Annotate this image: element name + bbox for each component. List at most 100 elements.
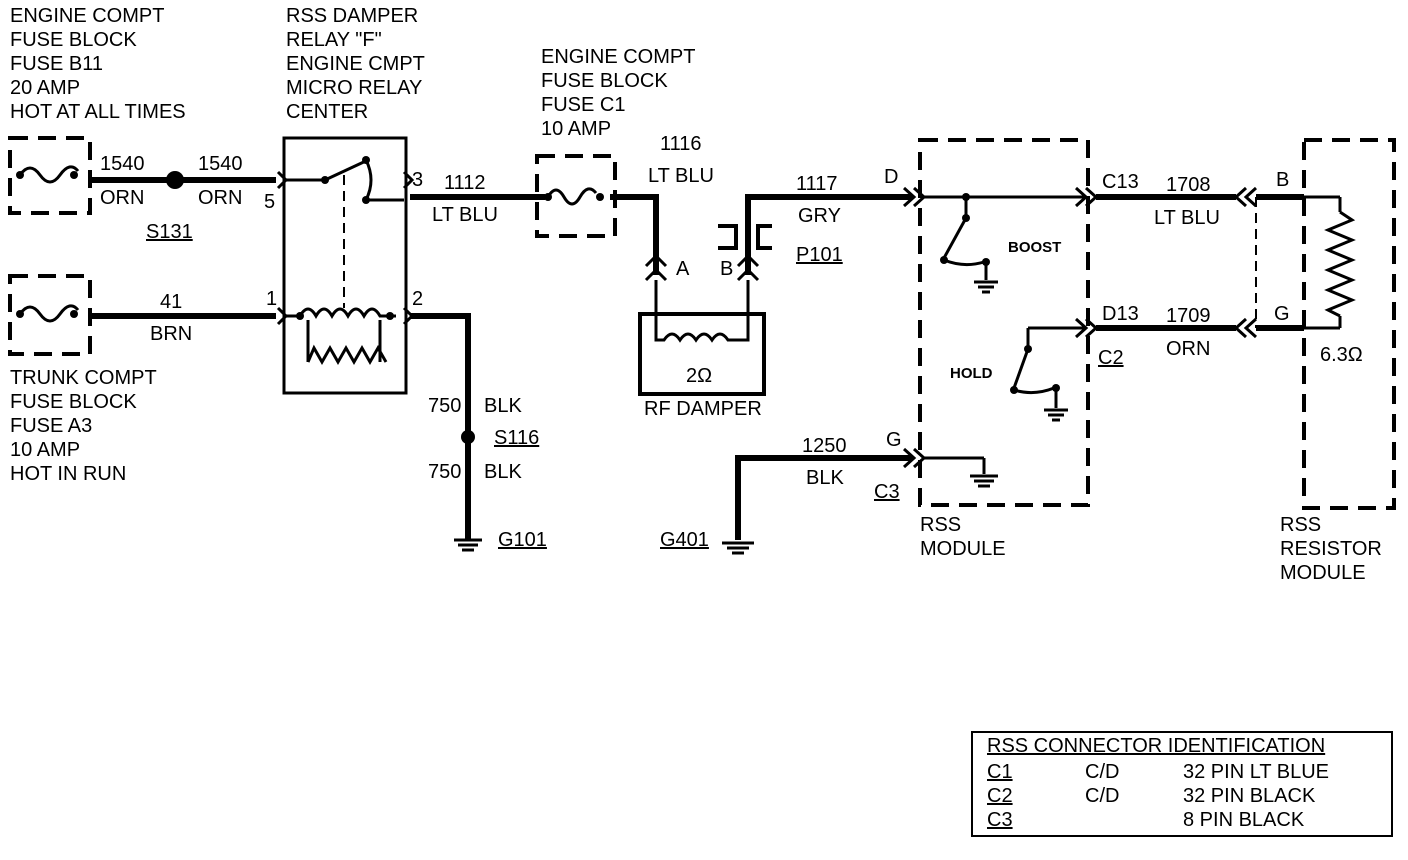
hold-label: HOLD: [950, 365, 993, 382]
relay-line-2: RELAY "F": [286, 29, 382, 51]
wire-1250-color: BLK: [806, 467, 844, 489]
splice-s131: [166, 171, 184, 189]
connector-desc: 8 PIN BLACK: [1183, 809, 1305, 831]
rss-module-box: [902, 138, 1099, 507]
fuse-b11-line-2: FUSE BLOCK: [10, 29, 137, 51]
connector-id: C2: [987, 785, 1013, 807]
wire-41-number: 41: [160, 291, 183, 313]
connector-id: C3: [987, 809, 1013, 831]
module-pin-d: D: [884, 166, 899, 188]
wire-750a-number: 750: [428, 395, 462, 417]
fuse-c1-box: [535, 154, 617, 238]
wire-1117-color: GRY: [798, 205, 841, 227]
table-row: C2 C/D 32 PIN BLACK: [987, 785, 1387, 809]
wire-1117: [745, 194, 912, 275]
rss-resistor-line-2: RESISTOR: [1280, 538, 1382, 560]
resistor-pin-g: G: [1274, 303, 1290, 325]
relay-line-5: CENTER: [286, 101, 369, 123]
wire-1708-number: 1708: [1166, 174, 1211, 196]
rss-resistor-line-1: RSS: [1280, 514, 1322, 536]
boost-label: BOOST: [1008, 239, 1062, 256]
fuse-c1-line-3: FUSE C1: [541, 94, 626, 116]
wire-1117-number: 1117: [796, 173, 838, 195]
wire-1540b-number: 1540: [198, 153, 243, 175]
fuse-a3-box: [8, 274, 92, 356]
wire-1540b-color: ORN: [198, 187, 243, 209]
fuse-a3-line-4: 10 AMP: [10, 439, 81, 461]
table-row: C3 8 PIN BLACK: [987, 809, 1387, 833]
fuse-b11-line-4: 20 AMP: [10, 77, 81, 99]
rf-damper: [638, 280, 766, 396]
connector-p101-label: P101: [796, 244, 843, 266]
connector-type: C/D: [1085, 785, 1120, 807]
wire-1540a-color: ORN: [100, 187, 145, 209]
relay-line-4: MICRO RELAY: [286, 77, 423, 99]
relay-line-1: RSS DAMPER: [286, 5, 419, 27]
splice-s116-label: S116: [494, 427, 540, 449]
wire-750a-color: BLK: [484, 395, 522, 417]
fuse-a3-line-5: HOT IN RUN: [10, 463, 127, 485]
relay-pin-3: 3: [412, 169, 424, 191]
splice-s116: [461, 430, 475, 444]
rss-resistor-label: RSS RESISTOR MODULE: [1280, 513, 1382, 585]
rss-module-line-1: RSS: [920, 514, 962, 536]
fuse-c1-line-4: 10 AMP: [541, 118, 612, 140]
connector-c2-label: C2: [1098, 347, 1124, 369]
ground-g401-label: G401: [660, 529, 709, 551]
fuse-c1-label: ENGINE COMPT FUSE BLOCK FUSE C1 10 AMP: [541, 45, 695, 141]
wire-1250-number: 1250: [802, 435, 847, 457]
fuse-b11-line-3: FUSE B11: [10, 53, 103, 75]
module-pin-g: G: [886, 429, 902, 451]
wire-1540a-number: 1540: [100, 153, 145, 175]
rss-module-label: RSS MODULE: [920, 513, 1006, 561]
ground-g401: [722, 541, 754, 555]
rss-resistor-line-3: MODULE: [1280, 562, 1366, 584]
fuse-a3-label: TRUNK COMPT FUSE BLOCK FUSE A3 10 AMP HO…: [10, 366, 157, 486]
wire-1112-number: 1112: [444, 172, 486, 194]
relay-box: [276, 136, 415, 395]
table-title: RSS CONNECTOR IDENTIFICATION: [987, 735, 1326, 757]
damper-pin-a: A: [676, 258, 690, 280]
damper-resistance: 2Ω: [686, 365, 713, 387]
pin-c13: C13: [1102, 171, 1139, 193]
splice-s131-label: S131: [146, 221, 193, 243]
wire-1116-number: 1116: [660, 133, 702, 155]
connector-desc: 32 PIN BLACK: [1183, 785, 1316, 807]
fuse-a3-line-2: FUSE BLOCK: [10, 391, 137, 413]
wire-1709-color: ORN: [1166, 338, 1211, 360]
wire-750b-number: 750: [428, 461, 462, 483]
wire-750: [410, 313, 471, 540]
fuse-c1-line-2: FUSE BLOCK: [541, 70, 668, 92]
fuse-b11-box: [8, 136, 92, 215]
relay-pin-1: 1: [266, 288, 278, 310]
wire-1709-number: 1709: [1166, 305, 1211, 327]
pin-d13: D13: [1102, 303, 1139, 325]
wire-41-color: BRN: [150, 323, 193, 345]
relay-pin-5: 5: [264, 191, 276, 213]
fuse-b11-line-1: ENGINE COMPT: [10, 5, 165, 27]
ground-g101-label: G101: [498, 529, 547, 551]
connector-c3-label: C3: [874, 481, 900, 503]
connector-identification-table: RSS CONNECTOR IDENTIFICATION C1 C/D 32 P…: [971, 731, 1393, 837]
ground-g101: [454, 538, 482, 552]
relay-pin-2: 2: [412, 288, 424, 310]
damper-label: RF DAMPER: [644, 398, 762, 420]
wire-1116: [610, 194, 659, 275]
connector-type: C/D: [1085, 761, 1120, 783]
rss-module-line-2: MODULE: [920, 538, 1006, 560]
connector-p101: [718, 224, 772, 250]
wire-1250: [735, 455, 912, 540]
connector-desc: 32 PIN LT BLUE: [1183, 761, 1329, 783]
resistor-value: 6.3Ω: [1320, 344, 1363, 366]
wire-1116-color: LT BLU: [648, 165, 714, 187]
relay-line-3: ENGINE CMPT: [286, 53, 425, 75]
fuse-b11-line-5: HOT AT ALL TIMES: [10, 101, 186, 123]
rss-resistor-module-box: [1302, 138, 1396, 510]
fuse-b11-label: ENGINE COMPT FUSE BLOCK FUSE B11 20 AMP …: [10, 4, 186, 124]
fuse-a3-line-3: FUSE A3: [10, 415, 93, 437]
fuse-a3-line-1: TRUNK COMPT: [10, 367, 157, 389]
resistor-pin-b: B: [1276, 169, 1290, 191]
damper-pin-b: B: [720, 258, 734, 280]
wire-1112-color: LT BLU: [432, 204, 498, 226]
